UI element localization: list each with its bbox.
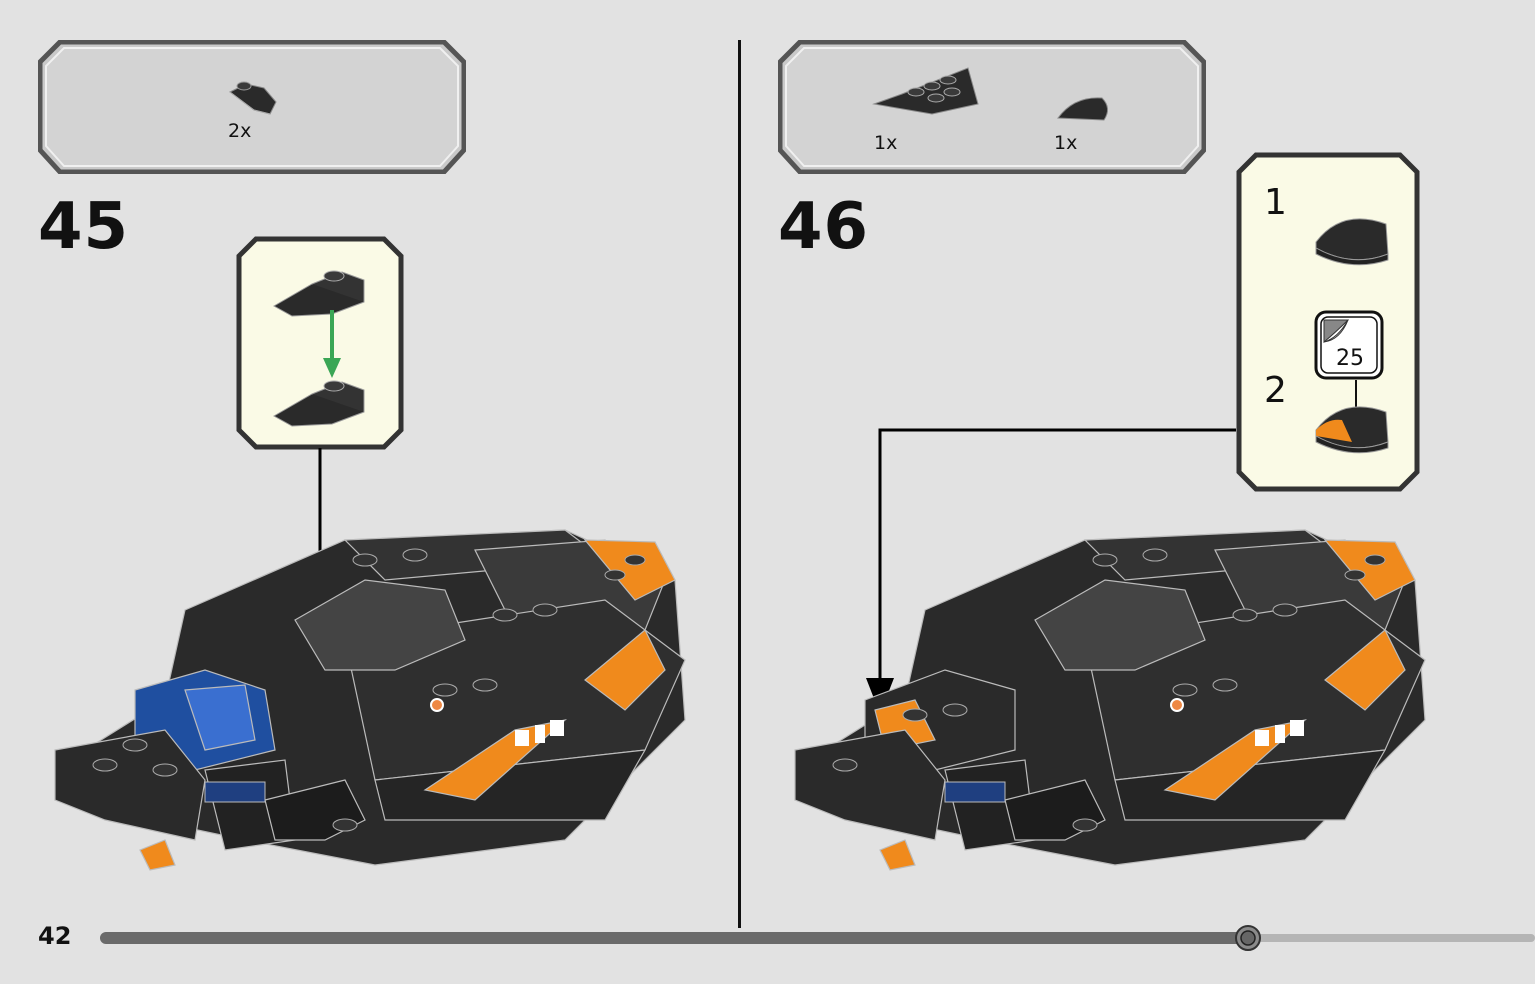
substep-number: 2 — [1264, 370, 1287, 411]
round-tile-half-icon — [1057, 97, 1108, 121]
progress-bar — [100, 925, 1535, 951]
car-model-illustration — [794, 529, 1426, 871]
wedge-plate-icon — [872, 67, 979, 115]
callout-panel-step-45 — [236, 236, 404, 450]
progress-knob-icon — [1235, 925, 1261, 951]
page-divider — [738, 40, 741, 928]
round-tile-half-icon — [1315, 406, 1389, 454]
parts-list-panel-step-46: 1x 1x — [778, 40, 1206, 174]
progress-fill — [100, 932, 1248, 944]
sticker-sheet-badge: 25 — [1314, 310, 1384, 380]
part-quantity: 2x — [228, 120, 252, 142]
part-quantity: 1x — [874, 132, 898, 154]
callout-panel-step-46: 1 25 2 — [1236, 152, 1420, 492]
parts-list-panel-step-45: 2x — [38, 40, 466, 174]
slope-curved-plate-icon — [272, 380, 365, 427]
substep-number: 1 — [1264, 182, 1287, 223]
step-number-46: 46 — [778, 190, 870, 264]
part-quantity: 1x — [1054, 132, 1078, 154]
sticker-number: 25 — [1336, 346, 1364, 371]
slope-curved-plate-icon — [272, 270, 365, 317]
page-number: 42 — [38, 922, 72, 950]
round-tile-half-icon — [1315, 218, 1389, 266]
slope-curved-plate-icon — [229, 81, 277, 115]
car-model-illustration — [54, 529, 686, 871]
step-number-45: 45 — [38, 190, 130, 264]
green-arrow-icon — [323, 310, 341, 378]
